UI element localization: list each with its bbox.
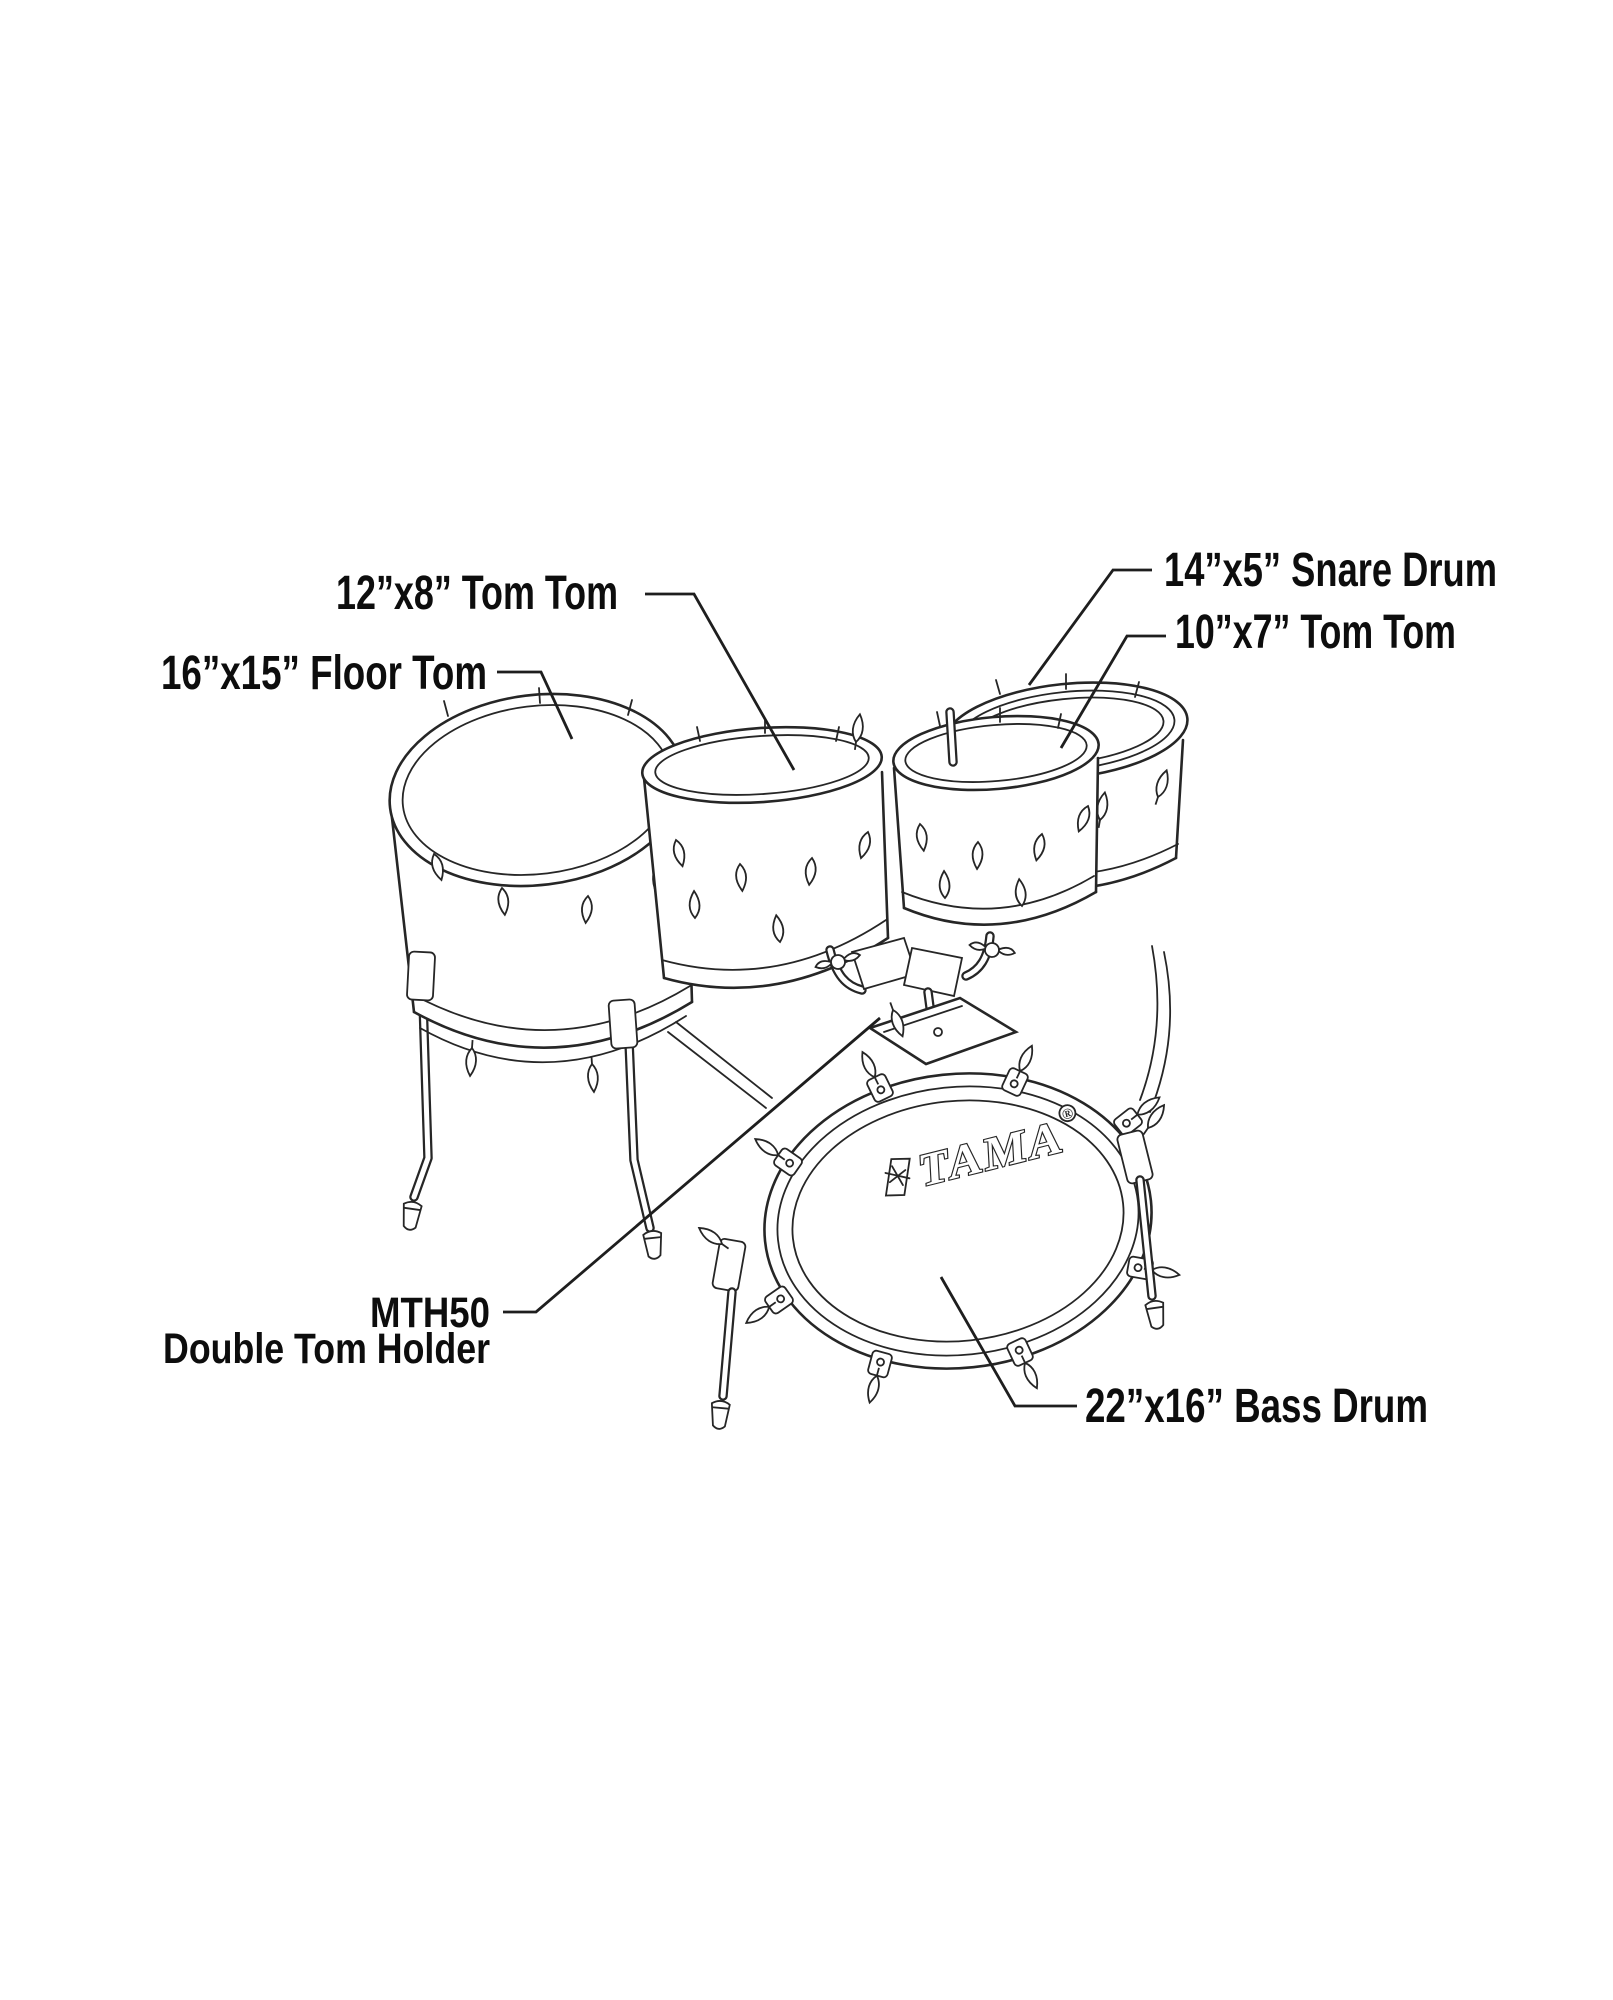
- tom-12-drawing: [640, 712, 890, 990]
- bass-drum-drawing: TAMA ®: [695, 1042, 1182, 1431]
- leader-lines: [497, 568, 1166, 1408]
- label-tom10: 10”x7” Tom Tom: [1175, 606, 1456, 659]
- leader-line-tom12: [645, 592, 796, 771]
- tom-10-drawing: [892, 707, 1100, 926]
- label-bass: 22”x16” Bass Drum: [1085, 1380, 1428, 1433]
- label-floor-tom: 16”x15” Floor Tom: [161, 647, 487, 700]
- svg-text:®: ®: [1060, 1106, 1075, 1124]
- label-mth50-line1: MTH50: [370, 1289, 490, 1337]
- label-snare: 14”x5” Snare Drum: [1164, 544, 1497, 597]
- leader-line-mth50: [503, 1016, 881, 1314]
- leader-line-snare: [1027, 568, 1152, 686]
- bass-spur-right: [1116, 1101, 1169, 1331]
- label-tom12: 12”x8” Tom Tom: [336, 567, 618, 620]
- leader-line-tom10: [1059, 634, 1166, 749]
- tama-star-icon: [884, 1157, 911, 1197]
- labels: 12”x8” Tom Tom 16”x15” Floor Tom 14”x5” …: [161, 544, 1497, 1433]
- registered-mark: ®: [1058, 1104, 1077, 1124]
- leader-line-bass: [939, 1276, 1077, 1408]
- mth50-holder-drawing: [813, 931, 1020, 1066]
- label-mth50-line2: Double Tom Holder: [163, 1325, 490, 1373]
- bass-spur-left: [695, 1223, 747, 1431]
- bass-shell-back: [667, 945, 1171, 1113]
- leader-line-floor-tom: [497, 670, 574, 740]
- floor-tom-drawing: [388, 687, 694, 1261]
